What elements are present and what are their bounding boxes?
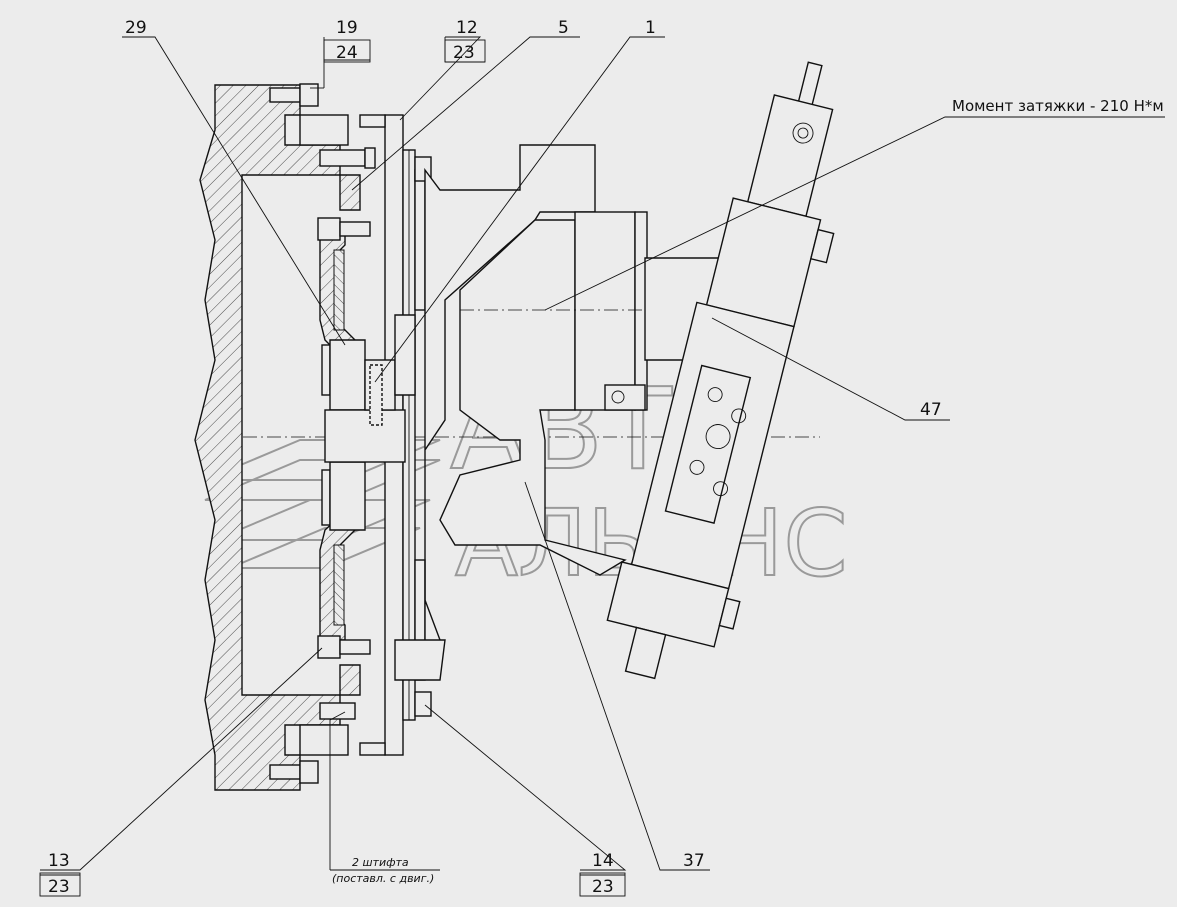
- callout-1: 1: [645, 18, 656, 38]
- callout-19: 19: [336, 18, 358, 38]
- pump-body-37: [439, 211, 755, 576]
- screw-29: [317, 217, 371, 241]
- pins-note-line2: (поставл. с двиг.): [332, 872, 434, 885]
- torque-note: Момент затяжки - 210 Н*м: [952, 97, 1164, 115]
- coupling-disc: [319, 229, 366, 641]
- callout-24: 24: [336, 43, 358, 63]
- callout-14: 14: [592, 851, 614, 871]
- bolt-14-bottom: [414, 691, 432, 717]
- bolt-19-bottom: [269, 760, 319, 784]
- callout-13: 13: [48, 851, 70, 871]
- pins-note-line1: 2 штифта: [352, 856, 409, 869]
- callout-23-right: 23: [592, 877, 614, 897]
- callout-37: 37: [683, 851, 705, 871]
- pump-flange-1: [394, 144, 596, 681]
- spline-bottom: [321, 469, 331, 526]
- leader-lines: [40, 36, 1165, 876]
- housing-step-bottom: [299, 724, 349, 756]
- callout-29: 29: [125, 18, 147, 38]
- screw-13: [317, 635, 371, 659]
- callout-47: 47: [920, 400, 942, 420]
- callout-23-left: 23: [48, 877, 70, 897]
- housing-step-top: [299, 114, 349, 146]
- callout-12: 12: [456, 18, 478, 38]
- dowel-pins: [319, 147, 376, 720]
- valve-assembly: [606, 61, 835, 680]
- spline-top: [321, 344, 331, 396]
- callout-frames: [39, 39, 626, 897]
- callout-5: 5: [558, 18, 569, 38]
- callout-23-top: 23: [453, 43, 475, 63]
- ring-5: [402, 149, 426, 721]
- bolt-19-top: [269, 83, 319, 107]
- watermark-logo-stripes: [204, 439, 441, 569]
